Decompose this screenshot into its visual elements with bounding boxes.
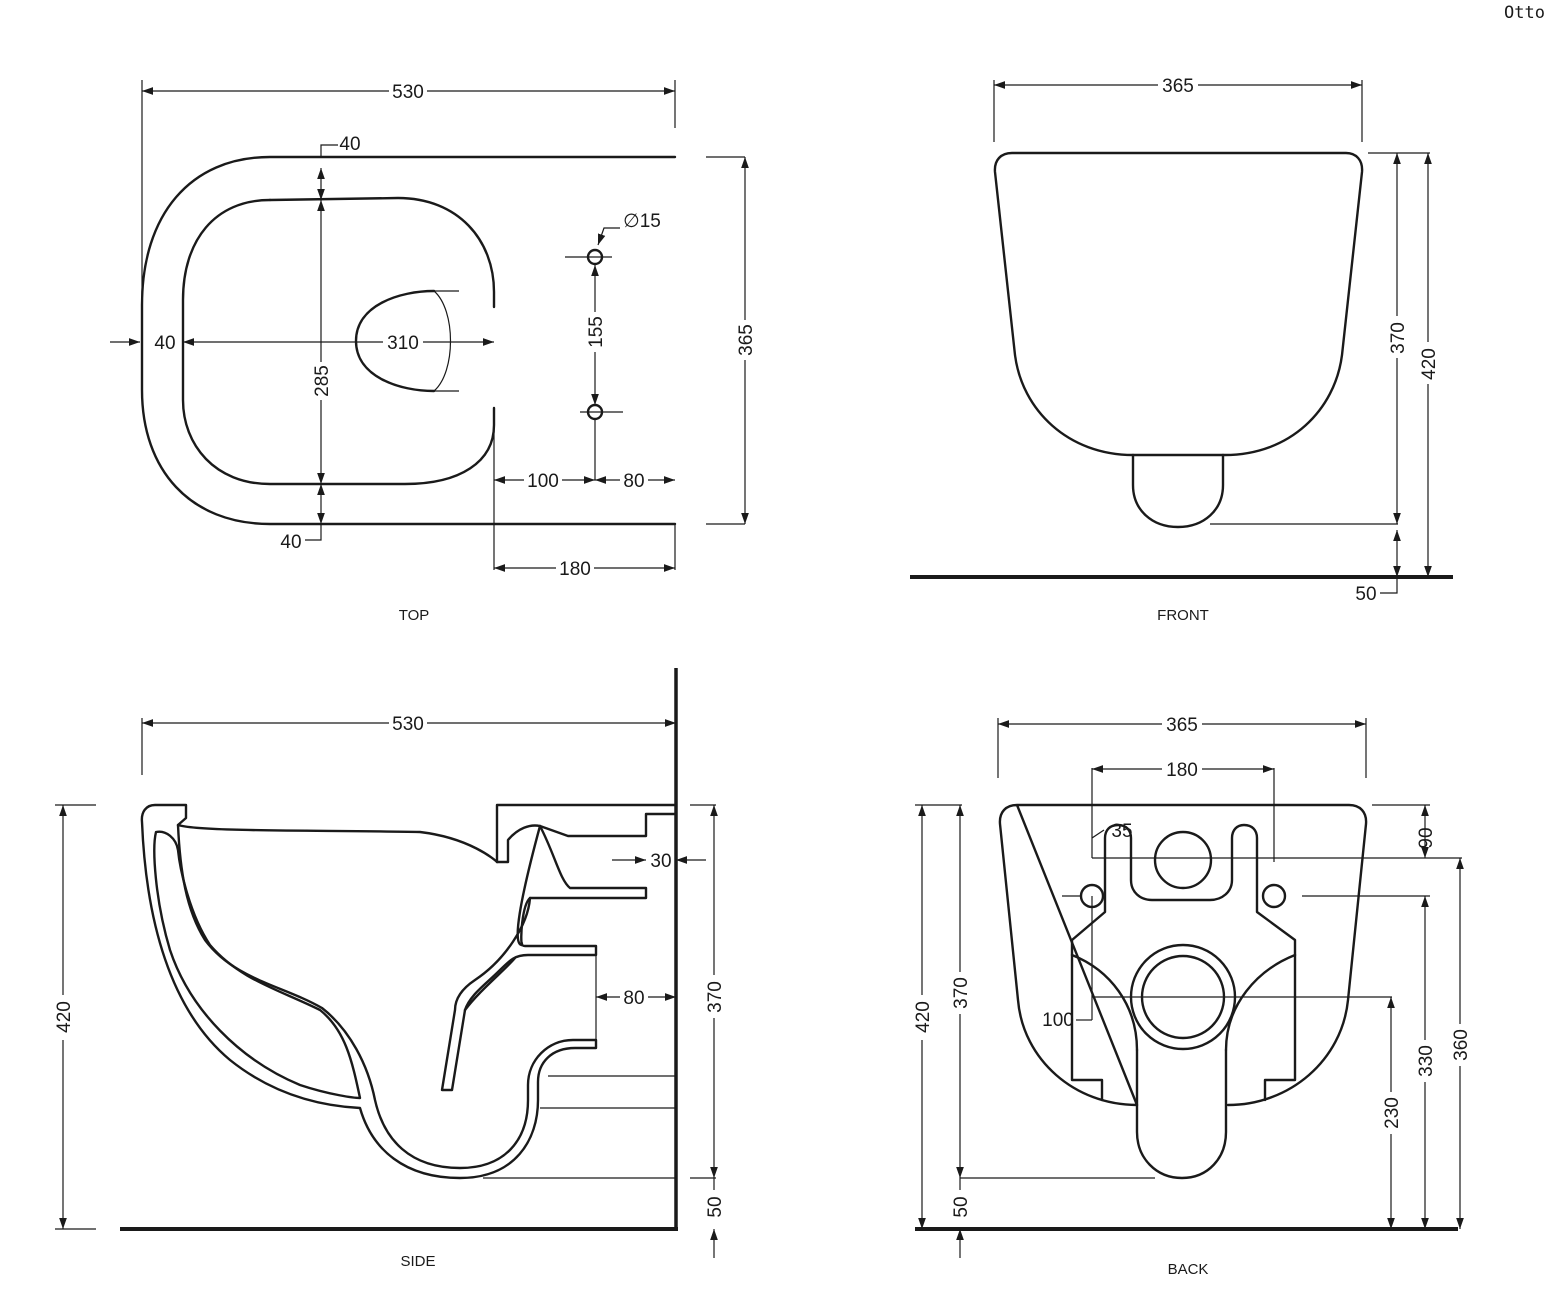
top-dim-rim-left: 40: [154, 333, 175, 354]
front-view-title: FRONT: [1157, 607, 1209, 624]
top-rim-bottom-leader: [305, 524, 322, 541]
top-view-title: TOP: [399, 607, 430, 624]
front-365-ext: [993, 80, 1363, 142]
side-top-rim: [495, 803, 678, 864]
top-outer-outline: [140, 155, 677, 526]
front-dim-50: 50: [1355, 584, 1376, 605]
back-dim-50: 50: [951, 1196, 972, 1217]
top-dim-hole: ∅15: [623, 211, 661, 232]
back-dim-90: 90: [1416, 827, 1437, 848]
side-outlet-pipe: [463, 956, 517, 1012]
front-50-leader: [1380, 577, 1398, 594]
side-inner-bowl: [176, 823, 499, 864]
side-inlet-channel: [520, 824, 648, 947]
side-dim-420: 420: [54, 1001, 75, 1033]
side-dim-370: 370: [705, 981, 726, 1013]
back-dim-330: 330: [1416, 1045, 1437, 1077]
top-dim-rim-bottom: 40: [280, 532, 301, 553]
top-view: 530 40 285 40 40 310 ∅15 155 100: [110, 80, 757, 624]
back-plate-inner-arc: [1070, 953, 1297, 1052]
side-ref-lines: [483, 1075, 676, 1179]
back-dim-420: 420: [913, 1001, 934, 1033]
brand-label: Otto: [1504, 3, 1545, 23]
top-dim-rim-top: 40: [339, 134, 360, 155]
top-hole-centerlines: [565, 256, 623, 413]
back-body-outline: [998, 803, 1368, 1107]
top-dim-310: 310: [387, 333, 419, 354]
back-inlet-hole: [1153, 830, 1213, 890]
back-outlet-neck: [1135, 1048, 1228, 1180]
side-dim-50: 50: [705, 1196, 726, 1217]
back-mounting-plate: [1070, 823, 1297, 1102]
top-dim-80: 80: [623, 471, 644, 492]
front-bowl-outline: [993, 151, 1364, 457]
back-dim-100: 100: [1042, 1010, 1074, 1031]
top-drain-arc: [354, 289, 436, 393]
top-dim-530: 530: [392, 82, 424, 103]
back-ref-lines: [960, 718, 1462, 1179]
front-outlet: [1131, 453, 1225, 529]
top-rim-top-leader: [320, 144, 338, 157]
side-view-title: SIDE: [400, 1253, 435, 1270]
back-view-title: BACK: [1168, 1261, 1209, 1278]
front-view: 365 370 420 50 FRONT: [910, 76, 1453, 624]
top-dim-365: 365: [736, 324, 757, 356]
front-dim-420: 420: [1419, 348, 1440, 380]
top-dim-100: 100: [527, 471, 559, 492]
back-bolt-hole-right: [1261, 883, 1287, 909]
top-hole-leader: [597, 227, 620, 246]
back-dim-365: 365: [1166, 715, 1198, 736]
side-inner-rim: [153, 830, 362, 1100]
back-dim-230: 230: [1382, 1097, 1403, 1129]
front-dim-365: 365: [1162, 76, 1194, 97]
top-inner-rim-lower: [181, 198, 496, 486]
side-dim-30: 30: [650, 851, 671, 872]
top-dim-180: 180: [559, 559, 591, 580]
top-drain-chord: [433, 290, 459, 392]
top-530-ext: [141, 80, 676, 330]
top-365-ext: [706, 156, 745, 525]
back-35-leader: [1091, 829, 1105, 839]
side-530-ext: [141, 718, 677, 775]
top-lower-ext: [493, 408, 676, 570]
top-dim-155: 155: [586, 316, 607, 348]
front-dim-370: 370: [1388, 322, 1409, 354]
back-view: 365 180 35 100 90 420 370 50 330: [913, 715, 1472, 1278]
back-dim-370: 370: [951, 977, 972, 1009]
side-trapway: [440, 824, 598, 1092]
side-view: 530 420 370 50 30 80 SIDE: [54, 668, 726, 1270]
side-outer-shell: [140, 803, 598, 1180]
back-dim-180: 180: [1166, 760, 1198, 781]
side-dim-80: 80: [623, 988, 644, 1009]
back-dim-360: 360: [1451, 1029, 1472, 1061]
top-dim-285: 285: [312, 365, 333, 397]
side-dim-530: 530: [392, 714, 424, 735]
top-inner-rim: [268, 196, 496, 309]
back-dim-35: 35: [1111, 821, 1132, 842]
